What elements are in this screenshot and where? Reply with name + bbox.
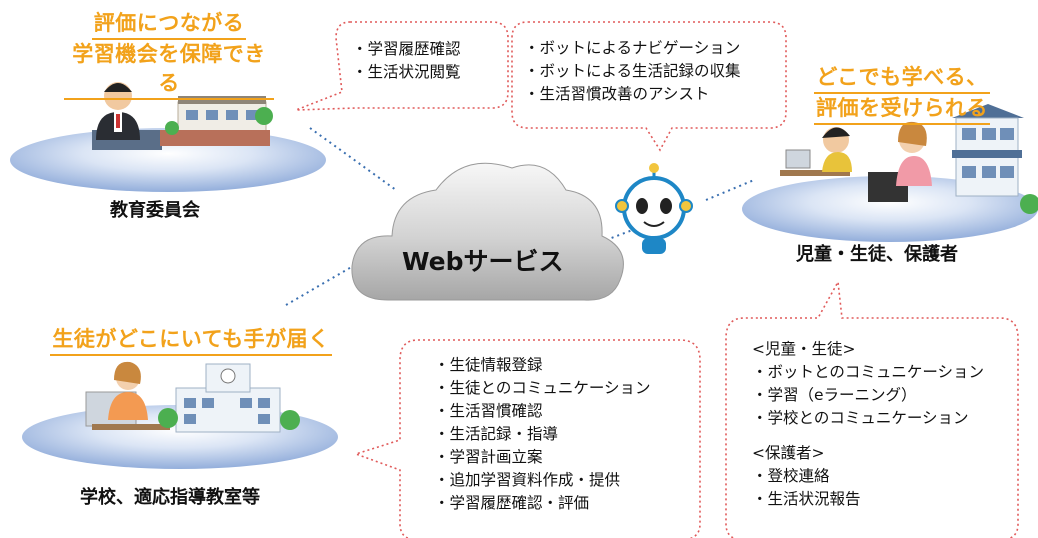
students-bubble-text: <児童・生徒> ・ボットとのコミュニケーション ・学習（eラーニング） ・学校と…: [752, 338, 984, 511]
robot-icon: [615, 163, 693, 254]
school-headline: 生徒がどこにいても手が届く: [46, 325, 336, 356]
robot-bubble-item: ・ボットによるナビゲーション: [524, 39, 741, 57]
robot-bubble-text: ・ボットによるナビゲーション ・ボットによる生活記録の収集 ・生活習慣改善のアシ…: [524, 37, 741, 106]
school-bubble-item: ・生徒とのコミュニケーション: [434, 379, 651, 397]
robot-bubble: [511, 21, 787, 152]
students-bubble: [725, 279, 1019, 538]
robot-bubble-item: ・生活習慣改善のアシスト: [524, 85, 710, 103]
school-bubble-item: ・生活習慣確認: [434, 402, 543, 420]
board-label: 教育委員会: [110, 200, 200, 221]
school-bubble-item: ・生徒情報登録: [434, 356, 543, 374]
students-bubble-spacer: [752, 430, 984, 442]
school-bubble-item: ・生活記録・指導: [434, 425, 559, 443]
students-bubble-item: <児童・生徒>: [752, 340, 856, 358]
board-bubble-text: ・学習履歴確認 ・生活状況閲覧: [352, 38, 461, 84]
students-bubble-item: ・学習（eラーニング）: [752, 386, 917, 404]
board-bubble-item: ・学習履歴確認: [352, 40, 461, 58]
board-headline-line-2: 学習機会を保障できる: [64, 40, 274, 100]
speech-bubbles: [295, 21, 1019, 538]
board-headline-line-1: 評価につながる: [91, 9, 247, 40]
students-illustration: [780, 104, 1038, 214]
board-illustration: [92, 82, 273, 150]
school-bubble-item: ・追加学習資料作成・提供: [434, 471, 621, 489]
board-bubble-item: ・生活状況閲覧: [352, 63, 461, 81]
board-headline: 評価につながる 学習機会を保障できる: [64, 9, 274, 100]
students-headline: どこでも学べる、 評価を受けられる: [804, 63, 1000, 125]
cloud-label: Webサービス: [402, 247, 564, 276]
students-bubble-item: ・生活状況報告: [752, 490, 861, 508]
students-headline-line-2: 評価を受けられる: [814, 94, 990, 125]
school-bubble-item: ・学習履歴確認・評価: [434, 494, 590, 512]
school-headline-line-1: 生徒がどこにいても手が届く: [50, 325, 332, 356]
board-bubble: [295, 21, 509, 111]
school-bubble-item: ・学習計画立案: [434, 448, 543, 466]
students-bubble-item: ・学校とのコミュニケーション: [752, 409, 969, 427]
students-bubble-item: ・ボットとのコミュニケーション: [752, 363, 985, 381]
robot-bubble-item: ・ボットによる生活記録の収集: [524, 62, 741, 80]
school-illustration: [85, 361, 300, 433]
students-bubble-item: ・登校連絡: [752, 467, 830, 485]
students-label: 児童・生徒、保護者: [796, 244, 958, 265]
school-bubble-text: ・生徒情報登録 ・生徒とのコミュニケーション ・生活習慣確認 ・生活記録・指導 …: [434, 354, 651, 515]
school-bubble: [353, 339, 701, 538]
students-headline-line-1: どこでも学べる、: [814, 63, 990, 94]
students-bubble-item: <保護者>: [752, 444, 825, 462]
school-label: 学校、適応指導教室等: [80, 487, 260, 508]
cloud-shape: [351, 162, 624, 301]
